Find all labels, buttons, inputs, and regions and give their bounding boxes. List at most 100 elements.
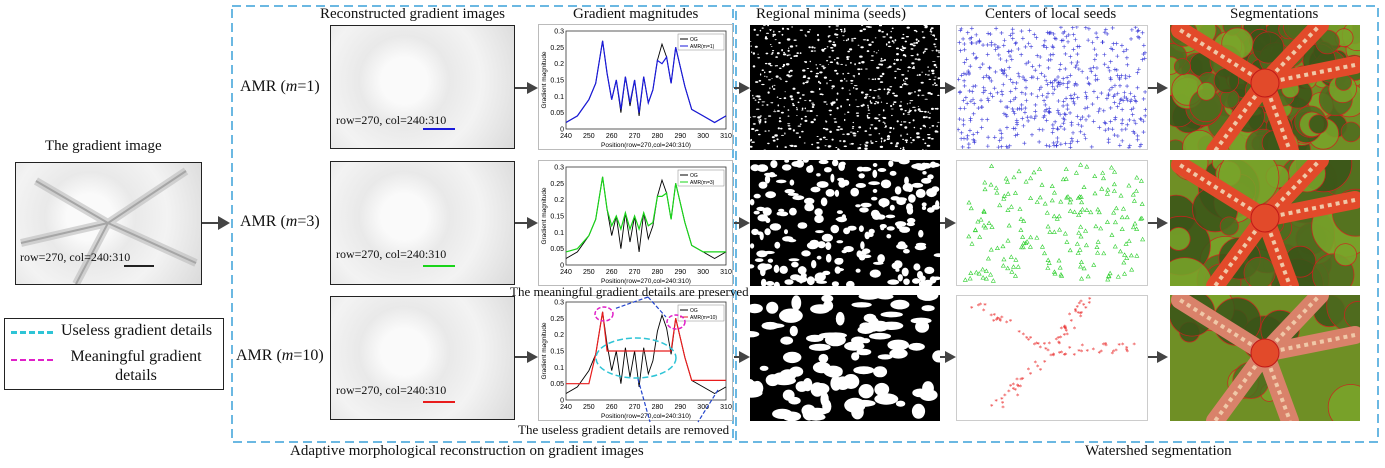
seed-marker: * <box>1126 349 1130 357</box>
minima-blob <box>821 295 834 303</box>
y-tick-label: 0.25 <box>550 45 564 52</box>
seed-marker: * <box>1112 349 1116 357</box>
minima-blob <box>911 62 915 65</box>
seed-marker <box>1042 98 1047 103</box>
minima-blob <box>771 136 775 139</box>
seed-marker <box>1071 32 1076 37</box>
seed-marker <box>1110 26 1115 30</box>
seed-marker <box>999 131 1004 136</box>
seed-marker <box>1023 44 1028 49</box>
minima-blob <box>791 261 799 268</box>
minima-blob <box>784 189 795 194</box>
seed-marker <box>1048 30 1053 35</box>
minima-blob <box>759 29 762 32</box>
gradient-image-title: The gradient image <box>45 138 162 154</box>
seed-marker <box>1071 99 1076 104</box>
plot-legend <box>677 33 725 51</box>
minima-blob <box>759 115 762 117</box>
minima-blob <box>778 31 781 33</box>
minima-blob <box>902 148 905 150</box>
seed-marker <box>986 220 992 225</box>
seed-marker <box>1020 116 1025 121</box>
plot-legend-label: OG <box>690 308 698 314</box>
minima-blob <box>763 250 775 255</box>
seed-marker <box>993 47 998 52</box>
seed-marker <box>986 135 991 140</box>
reconstructed-caption-m10: row=270, col=240:310 <box>336 383 447 397</box>
minima-blob <box>783 97 787 100</box>
minima-blob <box>834 121 838 123</box>
seed-marker <box>972 101 977 106</box>
seed-marker <box>1138 178 1144 183</box>
minima-blob <box>776 138 779 141</box>
seed-marker <box>1023 91 1028 96</box>
minima-blob <box>865 26 870 28</box>
minima-blob <box>789 179 795 186</box>
seed-marker <box>1110 127 1115 132</box>
minima-blob <box>860 46 864 49</box>
minima-blob <box>756 164 769 172</box>
minima-blob <box>913 263 921 271</box>
seed-marker <box>1013 257 1019 262</box>
minima-blob <box>882 36 886 38</box>
minima-blob <box>904 77 908 80</box>
seed-marker <box>957 127 961 132</box>
seed-marker <box>1107 87 1112 92</box>
seed-marker <box>1074 241 1080 246</box>
minima-blob <box>893 94 895 97</box>
seed-marker: * <box>1072 352 1076 360</box>
minima-blob <box>756 231 763 236</box>
minima-blob <box>906 26 910 29</box>
minima-blob <box>804 197 815 205</box>
minima-blob <box>786 54 789 57</box>
minima-blob <box>900 134 902 137</box>
seed-marker <box>1045 257 1051 262</box>
minima-blob <box>781 164 792 171</box>
seed-marker <box>1053 119 1058 124</box>
minima-blob <box>870 209 880 218</box>
seed-marker <box>1115 274 1121 279</box>
meaningful-ellipse-left <box>594 306 614 322</box>
seed-marker <box>1056 74 1061 79</box>
minima-blob <box>802 69 806 72</box>
minima-blob <box>753 193 761 199</box>
seed-marker: * <box>1114 348 1118 356</box>
seed-marker <box>1101 108 1106 113</box>
seed-marker <box>1107 68 1112 73</box>
seed-marker <box>1047 144 1052 149</box>
seed-marker <box>1135 133 1140 138</box>
seed-marker: * <box>1062 332 1066 340</box>
minima-blob <box>767 258 774 263</box>
seed-marker <box>1090 40 1095 45</box>
minima-blob <box>847 111 850 113</box>
minima-blob <box>799 123 802 125</box>
seed-marker <box>968 205 974 211</box>
seed-marker <box>1043 102 1048 107</box>
minima-blob <box>874 117 878 120</box>
seed-marker <box>1094 244 1100 249</box>
minima-blob <box>917 58 921 61</box>
minima-blob <box>872 96 876 99</box>
x-tick-label: 260 <box>606 269 618 276</box>
seed-marker <box>1015 264 1021 269</box>
minima-blob <box>876 101 880 104</box>
minima-blob <box>890 142 893 145</box>
seed-marker <box>1039 71 1044 76</box>
minima-blob <box>795 54 798 57</box>
seed-marker <box>1046 109 1051 114</box>
series-line-amr <box>565 176 726 253</box>
x-tick-label: 300 <box>697 269 709 276</box>
seed-marker <box>1004 58 1009 63</box>
minima-blob <box>877 254 885 264</box>
minima-blob <box>893 101 897 103</box>
minima-blob <box>760 278 767 286</box>
minima-blob <box>768 130 770 132</box>
minima-blob <box>937 121 940 123</box>
seed-marker <box>1050 130 1055 135</box>
seed-marker <box>1029 44 1034 49</box>
seed-marker <box>1047 229 1053 234</box>
minima-blob <box>924 142 927 145</box>
minima-blob <box>921 31 924 33</box>
minima-blob <box>797 222 808 229</box>
minima-blob <box>855 183 866 188</box>
